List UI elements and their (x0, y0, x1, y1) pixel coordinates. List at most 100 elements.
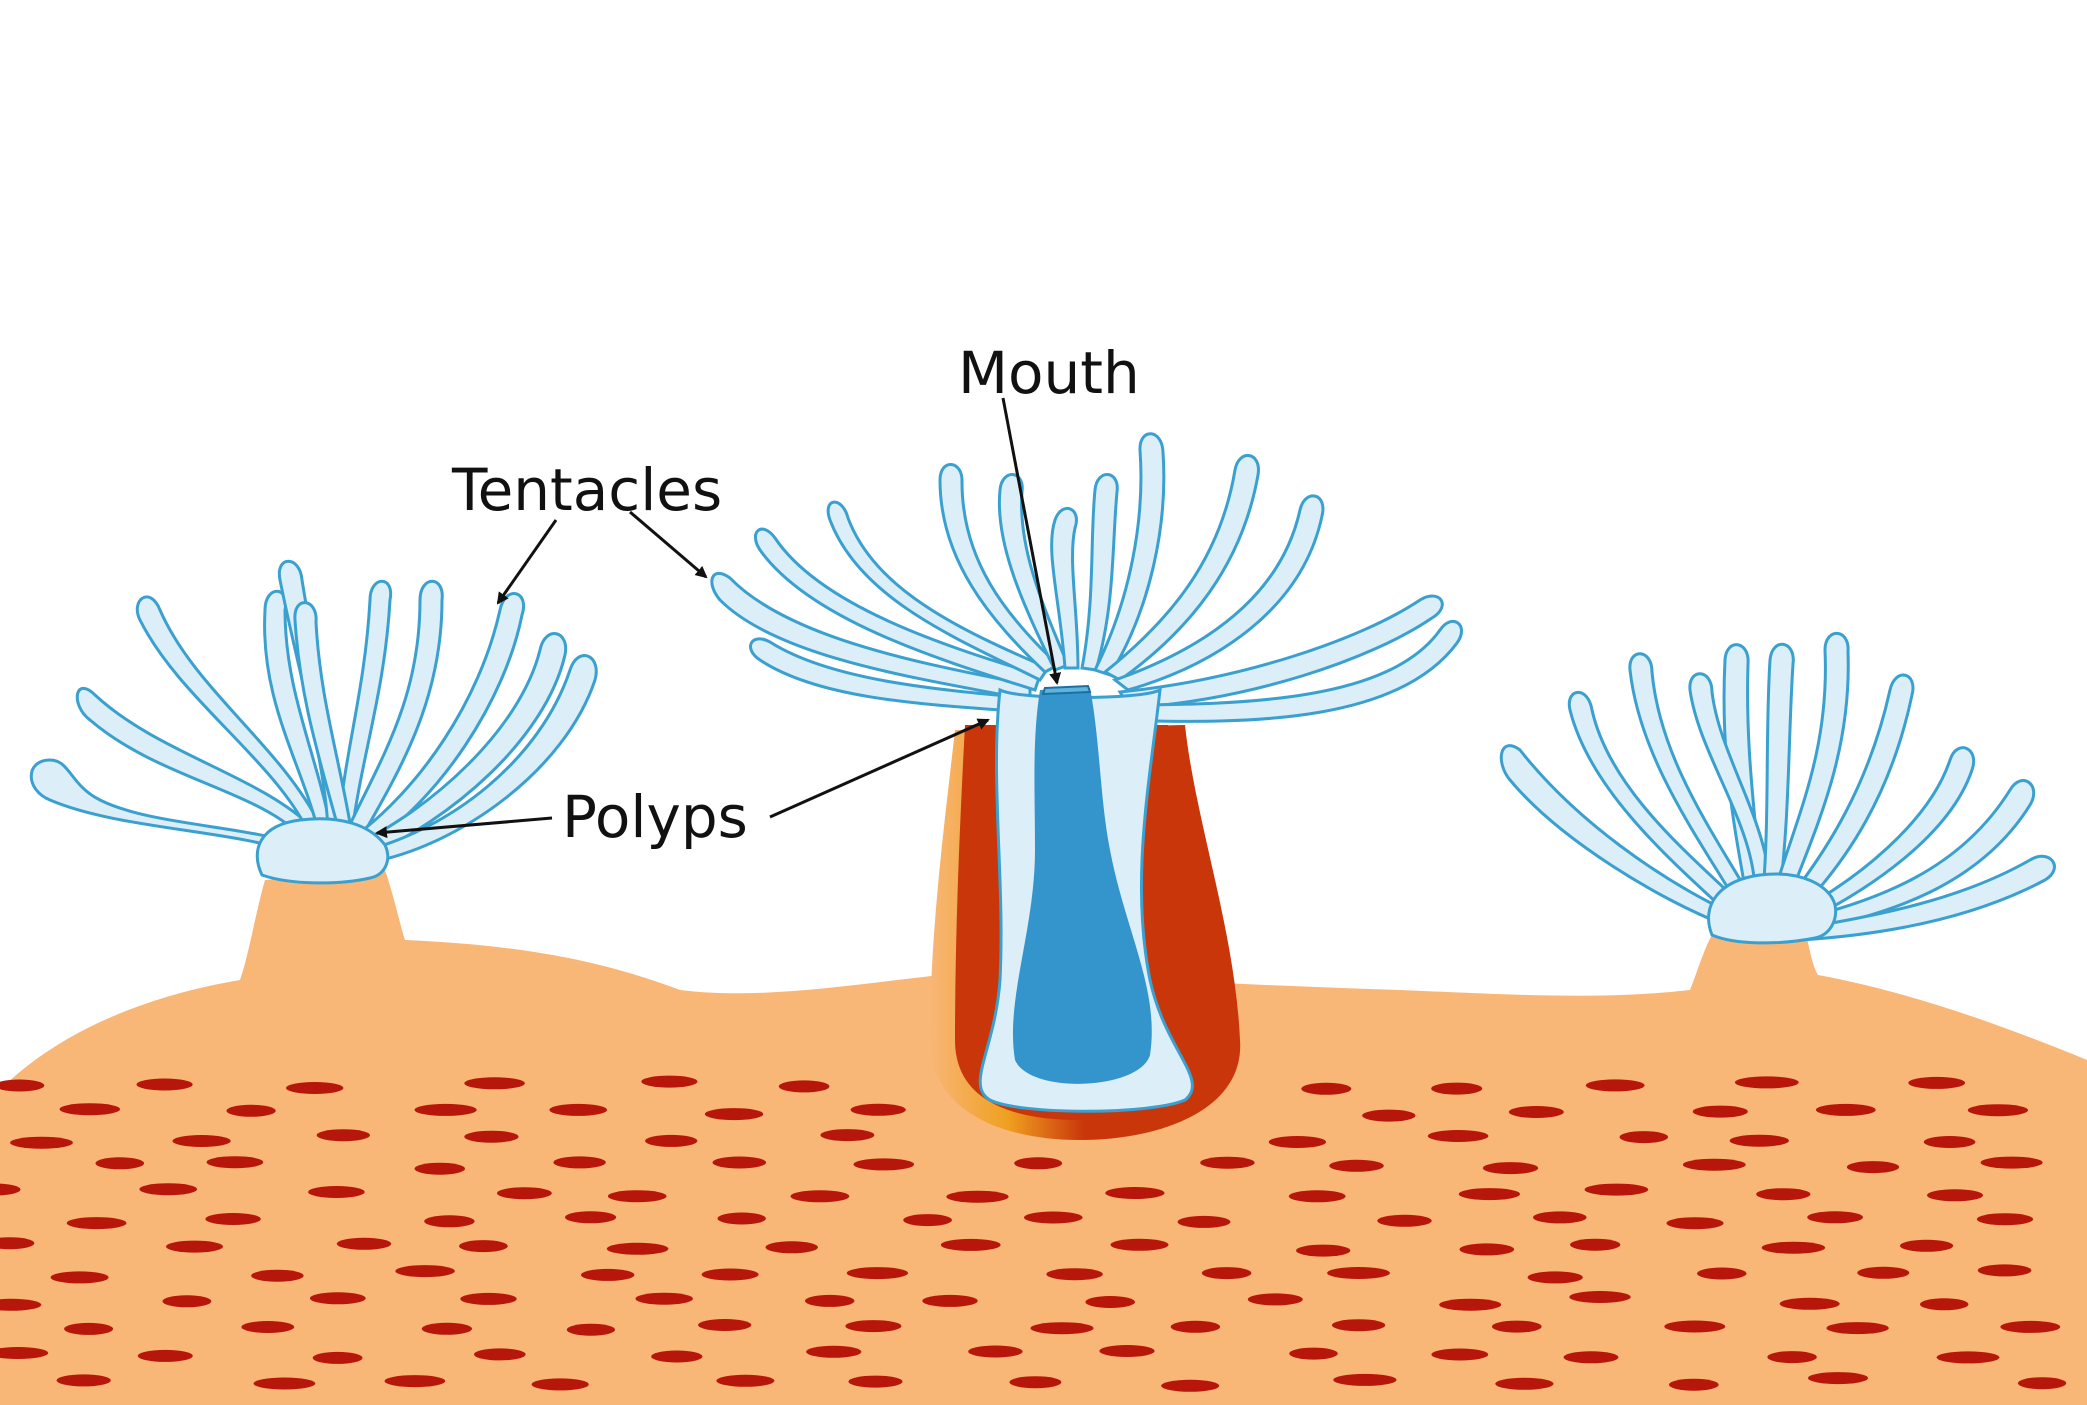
coral-spot (1857, 1267, 1909, 1279)
coral-spot (641, 1076, 697, 1088)
coral-spot (1024, 1212, 1083, 1224)
coral-spot (1105, 1187, 1164, 1199)
coral-spot (1289, 1348, 1337, 1360)
coral-spot (57, 1374, 111, 1386)
coral-spot (64, 1323, 113, 1335)
coral-spot (67, 1217, 127, 1229)
coral-spot (805, 1295, 854, 1307)
mouth-label: Mouth (958, 344, 1140, 402)
coral-spot (702, 1269, 759, 1281)
coral-spot (651, 1351, 702, 1363)
coral-spot (1248, 1293, 1303, 1305)
left-polyp (31, 561, 596, 883)
coral-spot (308, 1186, 365, 1198)
coral-spot (286, 1082, 343, 1094)
coral-spot (1756, 1188, 1810, 1200)
coral-spot (1697, 1268, 1746, 1280)
coral-spot (464, 1131, 518, 1143)
coral-spot (1968, 1104, 2028, 1116)
pointer-tentacles-left (498, 520, 556, 603)
coral-spot (460, 1293, 516, 1305)
coral-spot (1669, 1379, 1719, 1391)
coral-spot (1333, 1374, 1396, 1386)
coral-spot (207, 1156, 264, 1168)
coral-spot (1533, 1211, 1587, 1223)
coral-spot (1031, 1322, 1094, 1334)
coral-spot (851, 1104, 906, 1116)
coral-spot (474, 1348, 526, 1360)
coral-spot (1585, 1184, 1649, 1196)
coral-spot (636, 1293, 693, 1305)
coral-spot (96, 1157, 145, 1169)
coral-spot (395, 1265, 454, 1277)
coral-spot (713, 1157, 767, 1169)
coral-spot (1161, 1380, 1219, 1392)
coral-spot (1332, 1319, 1385, 1331)
coral-spot (608, 1190, 667, 1202)
coral-spot (903, 1214, 952, 1226)
coral-spot (1586, 1079, 1645, 1091)
coral-spot (766, 1241, 818, 1253)
coral-spot (1735, 1076, 1799, 1088)
coral-spot (1362, 1110, 1415, 1122)
coral-spot (1564, 1351, 1619, 1363)
coral-spot (1767, 1351, 1816, 1363)
coral-spot (337, 1238, 391, 1250)
coral-spot (310, 1292, 366, 1304)
coral-spot (553, 1156, 605, 1168)
coral-spot (1431, 1349, 1488, 1361)
coral-spot (415, 1163, 465, 1175)
coral-spot (1010, 1376, 1062, 1388)
coral-spot (1569, 1291, 1630, 1303)
coral-spot (415, 1104, 477, 1116)
coral-spot (716, 1375, 774, 1387)
coral-spot (821, 1129, 875, 1141)
coral-spot (1495, 1378, 1553, 1390)
coral-spot (166, 1241, 223, 1253)
coral-spot (806, 1346, 861, 1358)
coral-spot (1178, 1216, 1231, 1228)
right-polyp (1501, 633, 2054, 943)
coral-spot (422, 1323, 472, 1335)
coral-spot (137, 1079, 193, 1091)
coral-spot (718, 1213, 766, 1225)
coral-spot (1509, 1106, 1564, 1118)
coral-spot (1570, 1239, 1620, 1251)
coral-spot (1807, 1211, 1863, 1223)
coral-spot (163, 1295, 212, 1307)
coral-spot (317, 1129, 370, 1141)
polyps-label: Polyps (562, 788, 748, 846)
coral-spot (968, 1346, 1022, 1358)
central-polyp-column (930, 686, 1240, 1140)
coral-spot (1664, 1321, 1725, 1333)
coral-spot (1439, 1299, 1501, 1311)
coral-spot (1937, 1351, 2000, 1363)
coral-spot (946, 1191, 1008, 1203)
coral-spot (385, 1375, 446, 1387)
coral-spot (705, 1108, 763, 1120)
coral-spot (2018, 1377, 2066, 1389)
coral-spot (565, 1211, 616, 1223)
coral-spot (1927, 1189, 1983, 1201)
coral-spot (1816, 1104, 1876, 1116)
coral-spot (1296, 1245, 1350, 1257)
coral-spot (139, 1183, 197, 1195)
coral-spot (1428, 1130, 1489, 1142)
coral-spot (698, 1319, 751, 1331)
coral-spot (581, 1269, 634, 1281)
coral-spot (847, 1267, 908, 1279)
coral-spot (1908, 1077, 1965, 1089)
coral-spot (941, 1239, 1001, 1251)
coral-spot (313, 1352, 363, 1364)
coral-spot (1762, 1242, 1825, 1254)
coral-spot (227, 1105, 276, 1117)
coral-spot (1046, 1268, 1102, 1280)
coral-spot (138, 1350, 193, 1362)
coral-spot (849, 1376, 903, 1388)
tentacles-label: Tentacles (452, 461, 722, 519)
coral-spot (1269, 1136, 1326, 1148)
coral-spot (1683, 1159, 1746, 1171)
coral-spot (1327, 1267, 1390, 1279)
coral-spot (845, 1320, 901, 1332)
